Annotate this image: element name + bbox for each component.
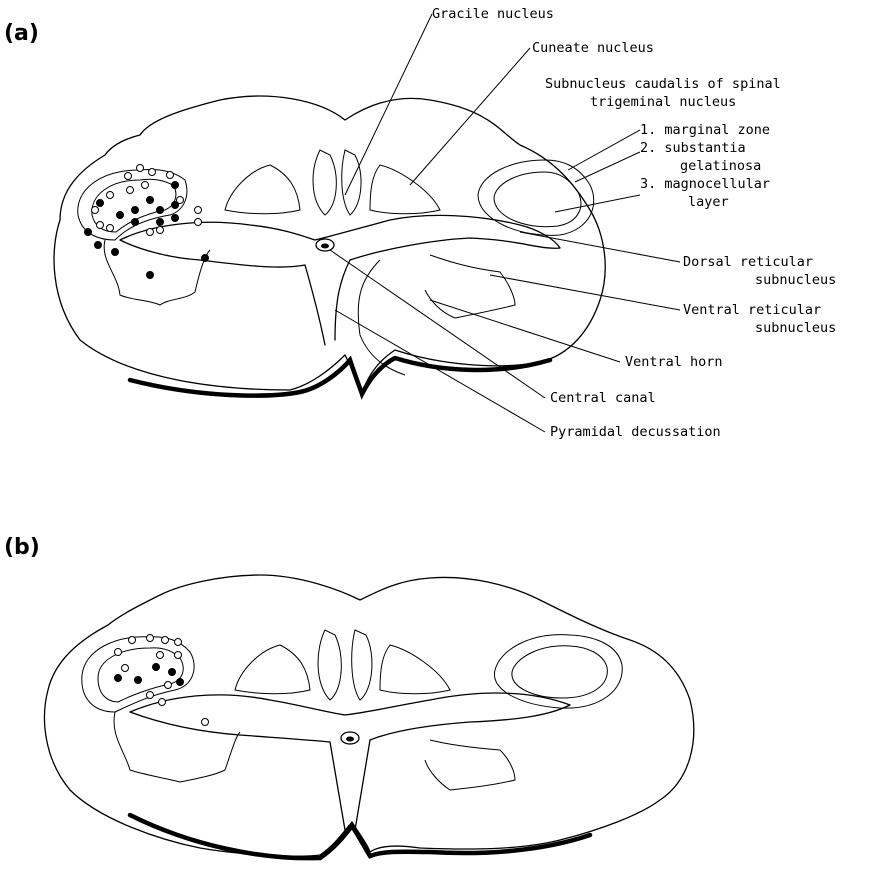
panel-a-cuneate-left: [225, 165, 300, 214]
panel-a-marker-filled: [97, 200, 104, 207]
label-marginal-zone: 1. marginal zone: [640, 122, 770, 138]
panel-a-marker-open: [167, 172, 174, 179]
panel-b-marker-open: [165, 682, 172, 689]
panel-b-marker-open: [162, 637, 169, 644]
label-dorsal-reticular-2: subnucleus: [755, 272, 836, 288]
leader-ventral-reticular: [490, 275, 680, 310]
panel-a-label: (a): [4, 21, 39, 46]
panel-b-marker-filled: [153, 664, 160, 671]
panel-b-gracile-left: [318, 630, 341, 700]
label-pyramidal-decussation: Pyramidal decussation: [550, 424, 721, 440]
panel-a-section: [54, 96, 605, 396]
panel-a-marker-filled: [132, 207, 139, 214]
panel-a-ventral-border: [130, 358, 550, 396]
panel-a-marker-open: [137, 165, 144, 172]
panel-b-marker-open: [115, 649, 122, 656]
panel-a-marker-filled: [157, 207, 164, 214]
panel-a-marker-open: [147, 229, 154, 236]
panel-b-marker-open: [129, 637, 136, 644]
label-ventral-reticular-2: subnucleus: [755, 320, 836, 336]
panel-b-marker-open: [159, 699, 166, 706]
label-ventral-horn: Ventral horn: [625, 354, 723, 370]
panel-a-marker-filled: [172, 182, 179, 189]
panel-a-marker-open: [157, 227, 164, 234]
panel-a-marker-filled: [147, 272, 154, 279]
panel-b-marker-filled: [169, 669, 176, 676]
label-magnocellular-1: 3. magnocellular: [640, 176, 770, 192]
panel-b-section: [44, 575, 693, 858]
panel-b-marker-open: [147, 692, 154, 699]
label-dorsal-reticular-1: Dorsal reticular: [683, 254, 813, 270]
panel-b-marker-open: [175, 652, 182, 659]
panel-a-right-marginal: [478, 160, 594, 235]
panel-a-labels: Gracile nucleus Cuneate nucleus Subnucle…: [432, 6, 836, 440]
panel-a-marker-filled: [157, 219, 164, 226]
leader-magnocellular: [555, 195, 640, 212]
panel-a-marker-open: [142, 182, 149, 189]
leader-marginal: [568, 130, 640, 170]
panel-a-marker-open: [195, 207, 202, 214]
label-gelatinosa-1: 2. substantia: [640, 140, 746, 156]
panel-b-marker-filled: [177, 679, 184, 686]
leader-pyramidal: [335, 310, 545, 432]
panel-b-marker-open: [122, 665, 129, 672]
panel-a-marker-open: [107, 192, 114, 199]
label-gelatinosa-2: gelatinosa: [680, 158, 761, 174]
panel-a-marker-filled: [85, 229, 92, 236]
panel-a-marker-filled: [147, 197, 154, 204]
panel-a-marker-open: [107, 225, 114, 232]
panel-a-marker-filled: [132, 219, 139, 226]
panel-b-cuneate-left: [235, 645, 310, 694]
panel-a-marker-filled: [112, 249, 119, 256]
panel-b-label: (b): [4, 535, 40, 560]
label-central-canal: Central canal: [550, 390, 656, 406]
label-magnocellular-2: layer: [688, 194, 729, 210]
panel-b-left-ventral-horn: [114, 712, 240, 782]
panel-b-marker-filled: [115, 675, 122, 682]
panel-a-right-gelatinosa: [494, 172, 581, 227]
label-subnucleus-line1: Subnucleus caudalis of spinal: [545, 76, 781, 92]
leader-central-canal: [330, 250, 545, 398]
panel-b-cuneate-right: [380, 645, 450, 694]
panel-a-marker-open: [127, 187, 134, 194]
panel-b-marker-open: [202, 719, 209, 726]
panel-b-right-ventral-horn: [425, 740, 515, 790]
leader-ventral-horn: [430, 300, 620, 362]
panel-a-gracile-left: [313, 150, 336, 215]
panel-a-markers: [85, 165, 209, 279]
panel-a-marker-open: [149, 169, 156, 176]
panel-a-marker-filled: [95, 242, 102, 249]
panel-b-gracile-right: [352, 630, 372, 700]
panel-a-marker-filled: [172, 215, 179, 222]
panel-b-marker-open: [175, 639, 182, 646]
panel-a-cuneate: [370, 165, 440, 214]
panel-a-marker-filled: [172, 202, 179, 209]
panel-a-marker-filled: [117, 212, 124, 219]
panel-b-marker-open: [147, 635, 154, 642]
panel-a-marker-open: [125, 173, 132, 180]
panel-b-right-gelatinosa: [512, 646, 607, 698]
panel-a-right-ventral-horn: [425, 255, 515, 318]
panel-a-marker-open: [195, 219, 202, 226]
panel-a-grey-matter: [120, 215, 560, 345]
panel-a-marker-open: [92, 207, 99, 214]
panel-a-left-ventral-horn: [104, 240, 210, 305]
panel-b-grey-matter: [130, 693, 570, 830]
panel-a-marker-filled: [202, 255, 209, 262]
panel-b-marker-open: [157, 652, 164, 659]
panel-b-marker-filled: [135, 677, 142, 684]
label-cuneate-nucleus: Cuneate nucleus: [532, 40, 654, 56]
label-subnucleus-line2: trigeminal nucleus: [590, 94, 736, 110]
panel-a-marker-open: [97, 222, 104, 229]
label-ventral-reticular-1: Ventral reticular: [683, 302, 821, 318]
leader-gelatinosa: [575, 152, 640, 182]
label-gracile-nucleus: Gracile nucleus: [432, 6, 554, 22]
panel-b-ventral-border: [130, 815, 590, 858]
